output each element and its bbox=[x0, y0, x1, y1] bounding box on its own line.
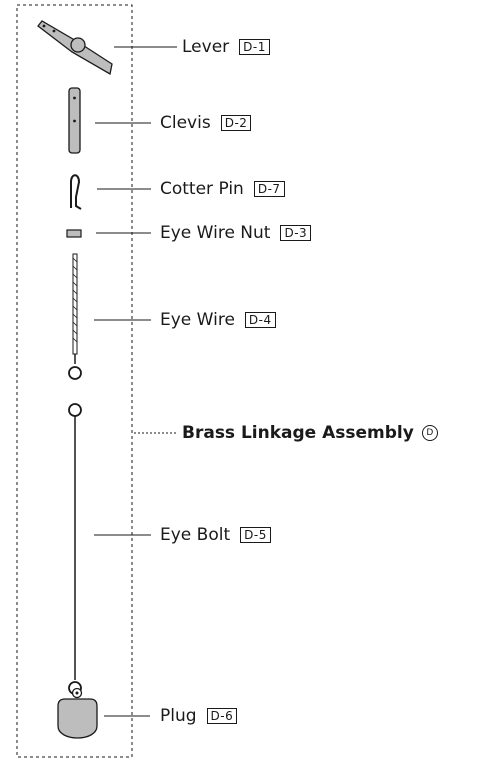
part-code-badge: D-1 bbox=[239, 39, 270, 55]
eye-wire-nut-part bbox=[66, 229, 82, 238]
part-code-badge: D-3 bbox=[280, 225, 312, 241]
cotter-pin-part bbox=[70, 174, 82, 210]
part-name: Plug bbox=[160, 706, 197, 726]
label-lever: Lever D-1 bbox=[182, 37, 270, 57]
part-code-badge: D-6 bbox=[206, 708, 238, 724]
eye-wire-part bbox=[68, 253, 82, 380]
part-code-badge: D-5 bbox=[240, 527, 271, 543]
assembly-boundary bbox=[16, 4, 133, 758]
assembly-code-badge: D bbox=[421, 425, 438, 441]
label-eye-wire-nut: Eye Wire Nut D-3 bbox=[160, 223, 312, 243]
plug-part bbox=[57, 687, 98, 739]
label-cotter-pin: Cotter Pin D-7 bbox=[160, 179, 285, 199]
assembly-name: Brass Linkage Assembly bbox=[182, 423, 414, 443]
part-name: Clevis bbox=[160, 113, 211, 133]
lever-part bbox=[37, 20, 113, 76]
part-name: Eye Wire Nut bbox=[160, 223, 271, 243]
label-eye-wire: Eye Wire D-4 bbox=[160, 310, 276, 330]
label-clevis: Clevis D-2 bbox=[160, 113, 252, 133]
eye-bolt-part bbox=[68, 403, 82, 695]
label-eye-bolt: Eye Bolt D-5 bbox=[160, 525, 271, 545]
label-assembly: Brass Linkage Assembly D bbox=[182, 423, 438, 443]
part-code-badge: D-2 bbox=[220, 115, 252, 131]
part-code-badge: D-7 bbox=[253, 181, 285, 197]
clevis-part bbox=[68, 87, 81, 154]
part-name: Eye Bolt bbox=[160, 525, 231, 545]
part-name: Cotter Pin bbox=[160, 179, 244, 199]
part-code-badge: D-4 bbox=[244, 312, 276, 328]
part-name: Lever bbox=[182, 37, 230, 57]
part-name: Eye Wire bbox=[160, 310, 235, 330]
label-plug: Plug D-6 bbox=[160, 706, 238, 726]
